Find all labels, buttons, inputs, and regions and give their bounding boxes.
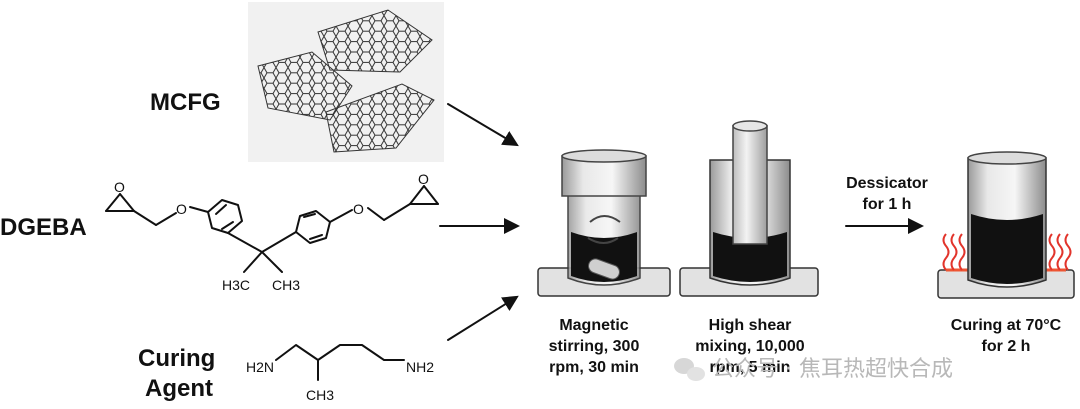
arrow-curing-agent — [447, 295, 519, 341]
mcfg-label: MCFG — [150, 89, 221, 116]
curing-beaker — [937, 151, 1075, 299]
watermark-text: 公众号 · 焦耳热超快合成 — [712, 357, 953, 382]
heat-waves-icon — [942, 233, 1072, 271]
step-shear-line1: High shear — [709, 317, 792, 334]
step-magnetic-line3: rpm, 30 min — [549, 359, 639, 376]
arrow-mcfg — [447, 103, 519, 147]
step-shear-line3: rpm, 5 min — [710, 359, 791, 376]
curing-agent-label-line2: Agent — [145, 375, 213, 402]
ether-oxygen-right: O — [353, 201, 364, 217]
step-magnetic-line2: stirring, 300 — [549, 338, 640, 355]
dgeba-structure — [105, 185, 439, 273]
wechat-icon — [674, 358, 705, 381]
epoxide-oxygen-right: O — [418, 171, 429, 187]
epoxide-oxygen-left: O — [114, 179, 125, 195]
curing-agent-structure — [275, 344, 405, 381]
step-shear-line2: mixing, 10,000 — [695, 338, 804, 355]
dgeba-label: DGEBA — [0, 214, 87, 241]
step-curing-line2: for 2 h — [982, 338, 1031, 355]
methyl-label-agent: CH3 — [306, 387, 334, 403]
amine-label-left: H2N — [246, 359, 274, 375]
step-magnetic-line1: Magnetic — [559, 317, 628, 334]
methyl-label-h3c: H3C — [222, 277, 250, 293]
dessicator-label-line1: Dessicator — [846, 175, 928, 192]
amine-label-right: NH2 — [406, 359, 434, 375]
ether-oxygen-left: O — [176, 201, 187, 217]
high-shear-beaker — [679, 120, 819, 297]
dessicator-label-line2: for 1 h — [863, 196, 912, 213]
curing-agent-label-line1: Curing — [138, 345, 215, 372]
step-curing-line1: Curing at 70°C — [951, 317, 1062, 334]
magnetic-stirring-beaker — [537, 149, 671, 297]
graphene-flakes-illustration — [248, 2, 444, 162]
methyl-label-ch3: CH3 — [272, 277, 300, 293]
